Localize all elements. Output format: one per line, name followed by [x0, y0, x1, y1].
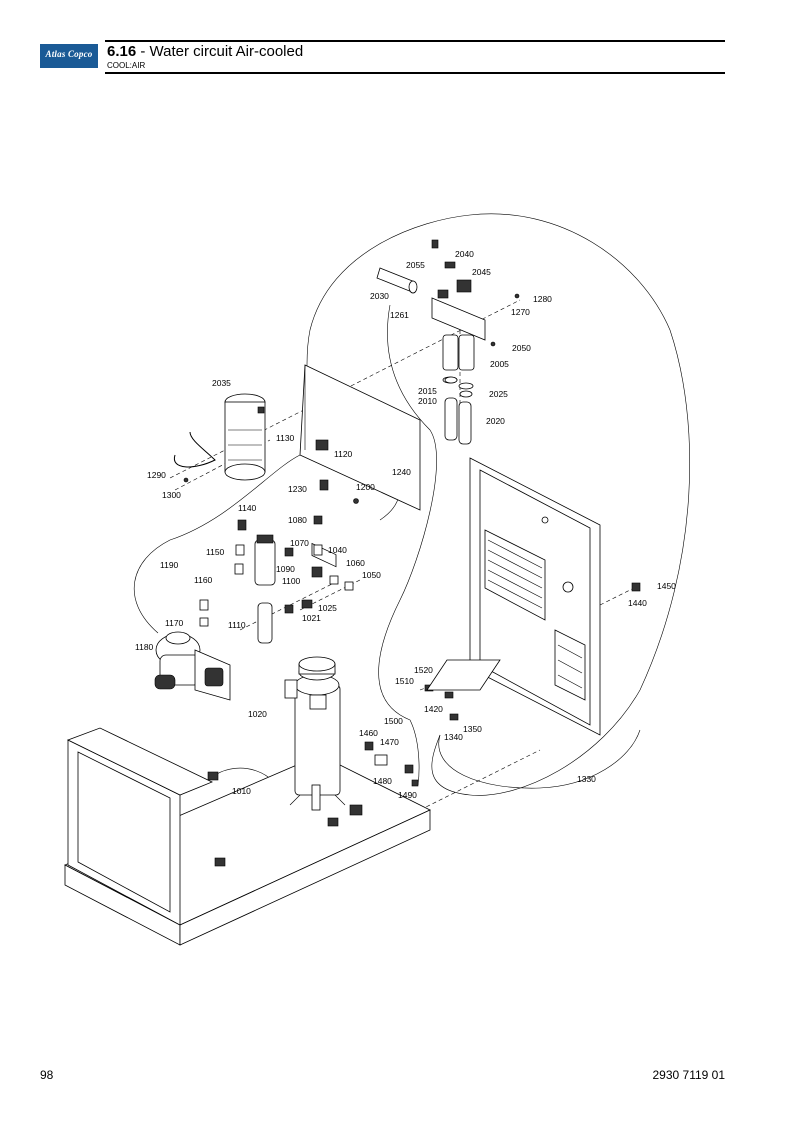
callout-2005: 2005	[490, 359, 509, 369]
callout-1520: 1520	[414, 665, 433, 675]
filter-housings-2005	[431, 279, 486, 445]
filter-1100	[254, 534, 276, 644]
callout-1460: 1460	[359, 728, 378, 738]
callout-1340: 1340	[444, 732, 463, 742]
atlas-copco-logo: Atlas Copco	[40, 44, 98, 68]
bracket-1290	[173, 431, 216, 468]
callout-1350: 1350	[463, 724, 482, 734]
callout-1280: 1280	[533, 294, 552, 304]
callout-1021: 1021	[302, 613, 321, 623]
callout-1300: 1300	[162, 490, 181, 500]
radiator-core	[77, 751, 171, 913]
fittings	[183, 239, 641, 867]
callout-1120: 1120	[334, 449, 353, 459]
callout-1330: 1330	[577, 774, 596, 784]
callout-2010: 2010	[418, 396, 437, 406]
assembly-line	[419, 749, 541, 811]
callout-1490: 1490	[398, 790, 417, 800]
hose-1190	[133, 213, 690, 796]
callout-1470: 1470	[380, 737, 399, 747]
receiver-2035	[224, 393, 266, 481]
separator-vessel	[284, 656, 346, 811]
callout-1440: 1440	[628, 598, 647, 608]
page-number: 98	[40, 1068, 54, 1082]
callout-1080: 1080	[288, 515, 307, 525]
callout-1150: 1150	[206, 547, 225, 557]
hose-1500	[378, 304, 437, 786]
callout-1270: 1270	[511, 307, 530, 317]
hose-1330	[438, 729, 641, 789]
callout-2020: 2020	[486, 416, 505, 426]
callout-2030: 2030	[370, 291, 389, 301]
page-title: 6.16 - Water circuit Air-cooled	[107, 43, 303, 60]
callout-1050: 1050	[362, 570, 381, 580]
pump-unit-1180	[154, 631, 231, 701]
callout-2055: 2055	[406, 260, 425, 270]
callout-1040: 1040	[328, 545, 347, 555]
base-frame-side	[179, 809, 431, 946]
callout-1510: 1510	[395, 676, 414, 686]
section-title: - Water circuit Air-cooled	[136, 43, 304, 60]
callout-1500: 1500	[384, 716, 403, 726]
callout-1180: 1180	[135, 642, 154, 652]
callout-1010: 1010	[232, 786, 251, 796]
document-number: 2930 7119 01	[652, 1068, 725, 1082]
callout-1290: 1290	[147, 470, 166, 480]
door-hole-small	[541, 516, 549, 524]
callout-2045: 2045	[472, 267, 491, 277]
callout-2025: 2025	[489, 389, 508, 399]
callout-1230: 1230	[288, 484, 307, 494]
callout-2035: 2035	[212, 378, 231, 388]
callout-1140: 1140	[238, 503, 257, 513]
page-subtitle: COOL:AIR	[107, 61, 146, 70]
grille-lines	[487, 539, 583, 689]
assembly-line	[174, 439, 271, 491]
logo-text: Atlas Copco	[45, 49, 93, 59]
callout-1025: 1025	[318, 603, 337, 613]
callout-1450: 1450	[657, 581, 676, 591]
callout-1190: 1190	[160, 560, 179, 570]
header-rule-bottom	[105, 72, 725, 74]
callout-1070: 1070	[290, 538, 309, 548]
callout-1420: 1420	[424, 704, 443, 714]
callout-2015: 2015	[418, 386, 437, 396]
mounting-panel	[299, 364, 421, 511]
section-number: 6.16	[107, 43, 137, 60]
callout-1100: 1100	[282, 576, 301, 586]
callout-1200: 1200	[356, 482, 375, 492]
callout-1020: 1020	[248, 709, 267, 719]
callout-1170: 1170	[165, 618, 184, 628]
callout-1480: 1480	[373, 776, 392, 786]
callout-1240: 1240	[392, 467, 411, 477]
callout-1110: 1110	[228, 620, 246, 630]
header-rule-top	[105, 40, 725, 42]
filter-2030	[376, 267, 418, 294]
door-hole	[562, 581, 574, 593]
callout-1090: 1090	[276, 564, 295, 574]
radiator-top	[66, 727, 213, 796]
callout-2040: 2040	[455, 249, 474, 259]
callout-1060: 1060	[346, 558, 365, 568]
callout-1261: 1261	[390, 310, 409, 320]
callout-1130: 1130	[276, 433, 295, 443]
door-grille-upper	[484, 529, 546, 621]
assembly-line	[239, 579, 341, 631]
callout-1160: 1160	[194, 575, 213, 585]
callout-2050: 2050	[512, 343, 531, 353]
